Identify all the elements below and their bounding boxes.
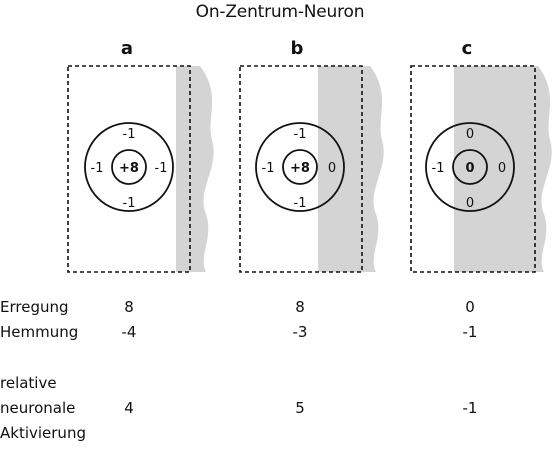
- erregung-value-a: 8: [124, 298, 134, 316]
- shaded-region-a: [176, 66, 214, 272]
- surround-bottom-c: 0: [466, 196, 474, 211]
- panel-letter-c: c: [461, 38, 473, 59]
- surround-right-b: 0: [328, 161, 336, 176]
- surround-bottom-b: -1: [294, 196, 307, 211]
- center-circle-a: [111, 149, 147, 185]
- center-value-c: 0: [465, 161, 474, 176]
- surround-circle-a: [84, 122, 174, 212]
- center-circle-b: [282, 149, 318, 185]
- surround-top-b: -1: [294, 127, 307, 142]
- shaded-region-b: [318, 66, 384, 272]
- surround-circle-b: [255, 122, 345, 212]
- shaded-region-c: [454, 66, 552, 272]
- hemmung-value-c: -1: [462, 323, 478, 341]
- receptive-field-frame-b: [239, 65, 363, 273]
- surround-right-a: -1: [155, 161, 168, 176]
- erregung-value-b: 8: [295, 298, 305, 316]
- center-value-b: +8: [290, 161, 310, 176]
- center-value-a: +8: [119, 161, 139, 176]
- receptive-field-diagram: +8 -1 -1 -1 -1 +8 -1 -1 0 -1 0 0 -1 0 0: [67, 65, 552, 273]
- receptive-field-frame-a: [67, 65, 191, 273]
- receptive-field-frame-c: [410, 65, 536, 273]
- surround-circle-c: [425, 122, 515, 212]
- surround-bottom-a: -1: [123, 196, 136, 211]
- surround-left-a: -1: [91, 161, 104, 176]
- hemmung-value-b: -3: [292, 323, 308, 341]
- row-label-hemmung: Hemmung: [0, 323, 79, 341]
- erregung-value-c: 0: [465, 298, 475, 316]
- panel-letter-a: a: [120, 38, 134, 59]
- aktivierung-value-c: -1: [462, 399, 478, 417]
- surround-left-b: -1: [262, 161, 275, 176]
- surround-top-a: -1: [123, 127, 136, 142]
- row-label-aktivierung-line-3: Aktivierung: [0, 424, 86, 442]
- row-label-erregung: Erregung: [0, 298, 69, 316]
- diagram-title: On-Zentrum-Neuron: [195, 2, 365, 22]
- surround-right-c: 0: [498, 161, 506, 176]
- hemmung-value-a: -4: [121, 323, 137, 341]
- row-label-aktivierung-line-1: relative: [0, 374, 57, 392]
- aktivierung-value-a: 4: [124, 399, 134, 417]
- surround-left-c: -1: [432, 161, 445, 176]
- row-label-aktivierung-line-2: neuronale: [0, 399, 76, 417]
- surround-top-c: 0: [466, 127, 474, 142]
- center-circle-c: [452, 149, 488, 185]
- panel-letter-b: b: [290, 38, 304, 59]
- aktivierung-value-b: 5: [295, 399, 305, 417]
